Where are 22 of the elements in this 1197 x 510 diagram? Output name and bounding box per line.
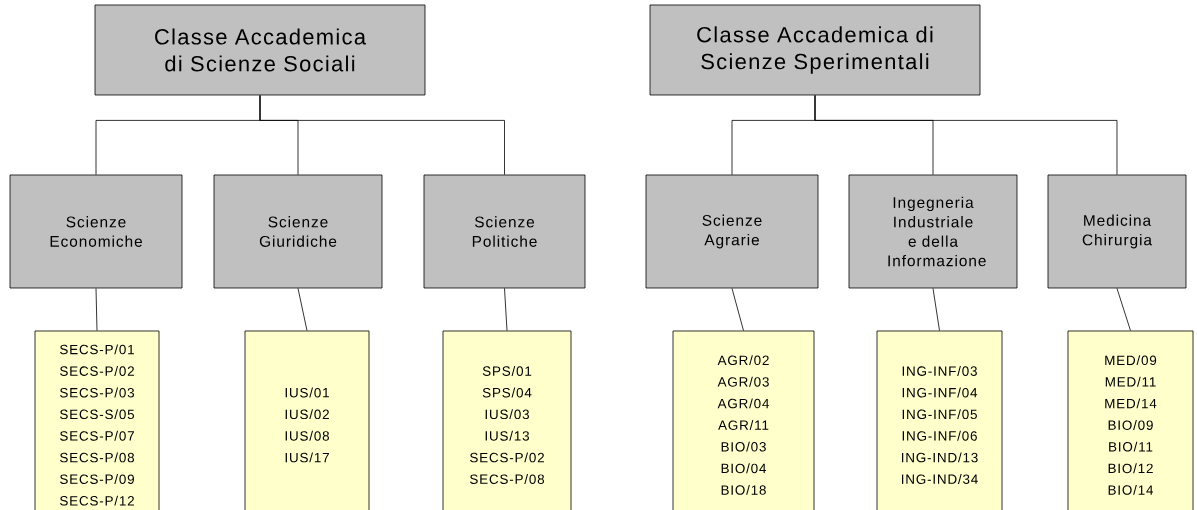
area-box: Scienze Economiche (9, 174, 183, 289)
connector-line (95, 288, 98, 331)
connector-line (1116, 288, 1131, 331)
sector-list-box: IUS/01 IUS/02 IUS/08 IUS/17 (244, 330, 370, 510)
sector-list-box: SPS/01 SPS/04 IUS/03 IUS/13 SECS-P/02 SECS-P/08 (442, 330, 572, 510)
connector-line (731, 288, 744, 331)
department-box: Classe Accademica di Scienze Sociali (94, 4, 426, 96)
area-box: Scienze Agrarie (645, 174, 819, 289)
sector-list-box: MED/09 MED/11 MED/14 BIO/09 BIO/11 BIO/12 BIO/14 (1067, 330, 1194, 510)
connector-line (259, 95, 505, 175)
area-box: Scienze Giuridiche (213, 174, 383, 289)
area-box: Medicina Chirurgia (1047, 174, 1187, 289)
connector-line (932, 288, 940, 331)
connector-line (297, 288, 308, 331)
area-box: Scienze Politiche (423, 174, 586, 289)
area-box: Ingegneria Industriale e della Informazione (848, 174, 1018, 289)
connector-line (814, 95, 1118, 175)
sector-list-box: SECS-P/01 SECS-P/02 SECS-P/03 SECS-S/05 SECS-P/07 SECS-P/08 SECS-P/09 SECS-P/12 (34, 330, 160, 510)
sector-list-box: AGR/02 AGR/03 AGR/04 AGR/11 BIO/03 BIO/04 BIO/18 (672, 330, 815, 510)
department-box: Classe Accademica di Scienze Sperimentali (649, 4, 981, 96)
sector-list-box: ING-INF/03 ING-INF/04 ING-INF/05 ING-INF/06 ING-IND/13 ING-IND/34 (876, 330, 1003, 510)
connector-line (504, 288, 508, 331)
